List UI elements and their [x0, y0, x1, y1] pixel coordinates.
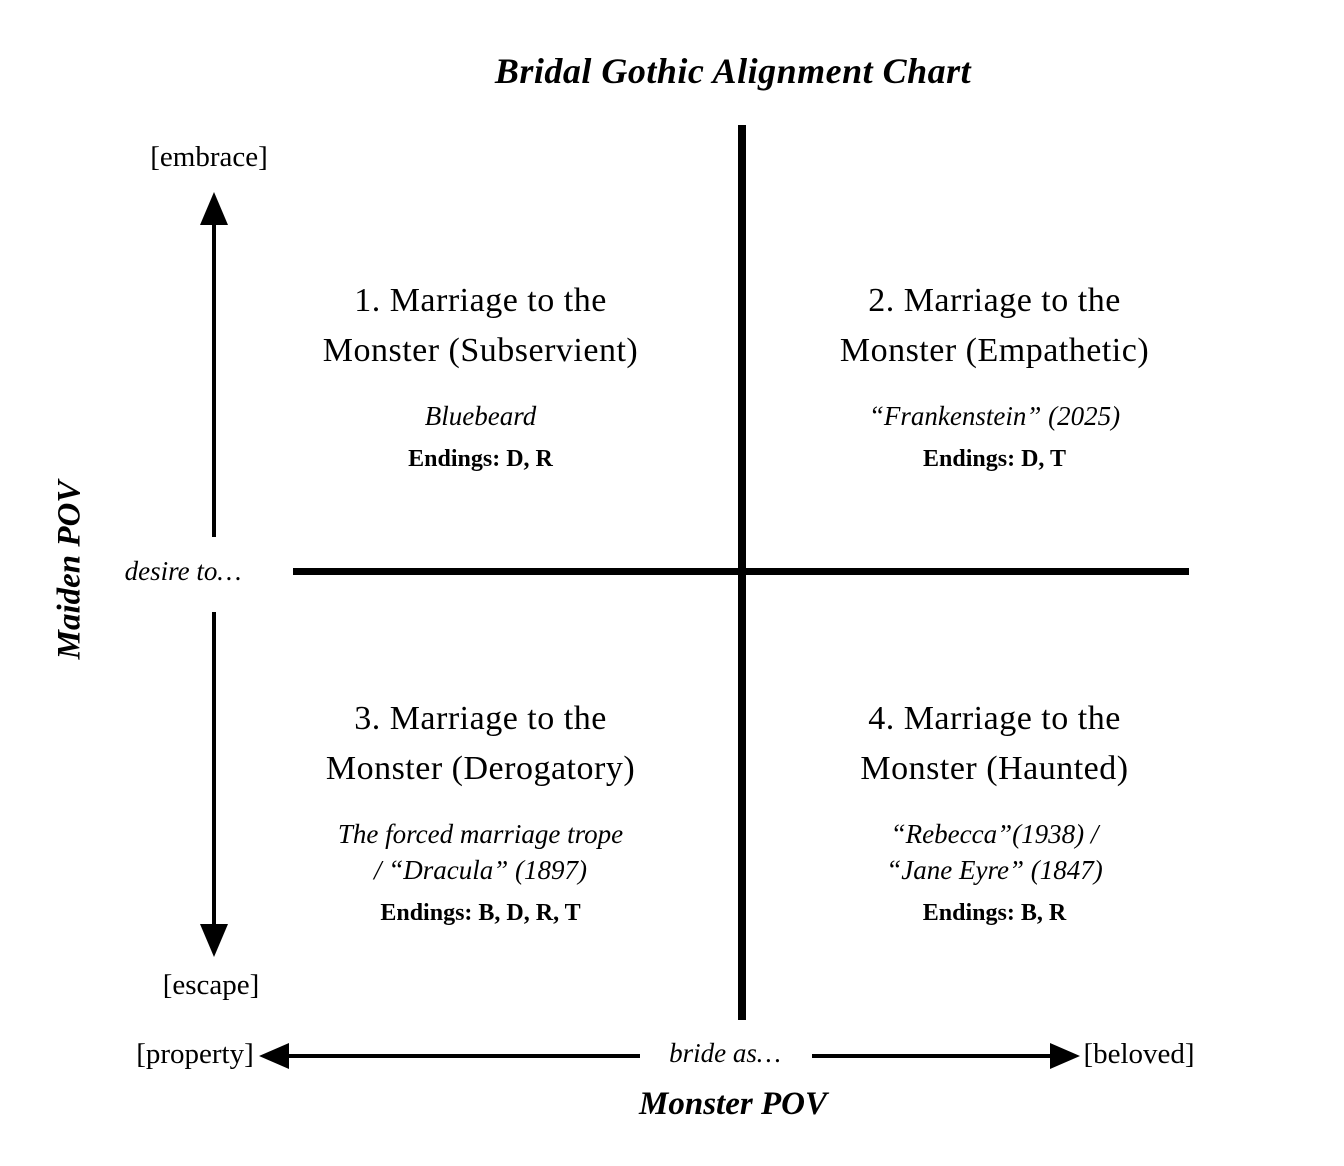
quadrant-4-heading-line-2: Monster (Haunted) — [860, 750, 1129, 787]
quadrant-1-heading-line-2: Monster (Subservient) — [322, 332, 639, 369]
quadrant-1-subservient: 1. Marriage to the Monster (Subservient)… — [258, 276, 703, 474]
quadrant-2-empathetic: 2. Marriage to the Monster (Empathetic) … — [772, 276, 1217, 474]
quadrant-3-heading-line-1: 3. Marriage to the — [354, 700, 607, 737]
quadrant-2-reference: “Frankenstein” (2025) — [868, 401, 1121, 431]
quadrant-2-heading-line-2: Monster (Empathetic) — [839, 332, 1150, 369]
quadrant-2-heading-line-1: 2. Marriage to the — [868, 282, 1121, 319]
page-title: Bridal Gothic Alignment Chart — [494, 51, 972, 91]
quadrant-4-heading-line-1: 4. Marriage to the — [868, 700, 1121, 737]
arrow-right-icon — [1050, 1043, 1080, 1069]
y-axis-title: Maiden POV — [51, 480, 88, 660]
x-axis-left-arrow-line — [288, 1054, 640, 1058]
y-axis-upper-arrow-line — [212, 224, 216, 537]
x-axis-left-label: [property] — [136, 1038, 254, 1070]
x-axis-prompt: bride as… — [669, 1038, 781, 1068]
quadrant-4-reference-line-2: “Jane Eyre” (1847) — [886, 855, 1103, 885]
quadrant-3-endings: Endings: B, D, R, T — [380, 900, 581, 926]
quadrant-4-reference-line-1: “Rebecca”(1938) / — [890, 819, 1099, 849]
quadrant-2-references: “Frankenstein” (2025) — [772, 398, 1217, 434]
arrow-left-icon — [259, 1043, 289, 1069]
quadrant-3-reference-line-2: / “Dracula” (1897) — [373, 855, 587, 885]
quadrant-1-reference: Bluebeard — [424, 401, 537, 431]
y-axis-top-label: [embrace] — [150, 141, 268, 173]
quadrant-3-derogatory: 3. Marriage to the Monster (Derogatory) … — [258, 694, 703, 928]
quadrant-1-heading-line-1: 1. Marriage to the — [354, 282, 607, 319]
horizontal-axis-divider — [293, 568, 1189, 575]
quadrant-1-endings: Endings: D, R — [408, 446, 553, 472]
quadrant-3-heading-line-2: Monster (Derogatory) — [325, 750, 636, 787]
x-axis-right-label: [beloved] — [1083, 1038, 1195, 1070]
quadrant-3-references: The forced marriage trope / “Dracula” (1… — [258, 816, 703, 888]
y-axis-lower-arrow-line — [212, 612, 216, 924]
y-axis-bottom-label: [escape] — [162, 969, 260, 1001]
quadrant-2-endings: Endings: D, T — [923, 446, 1066, 472]
arrow-up-icon — [200, 192, 228, 225]
quadrant-4-references: “Rebecca”(1938) / “Jane Eyre” (1847) — [772, 816, 1217, 888]
quadrant-3-reference-line-1: The forced marriage trope — [337, 819, 624, 849]
quadrant-4-endings: Endings: B, R — [922, 900, 1067, 926]
arrow-down-icon — [200, 924, 228, 957]
x-axis-right-arrow-line — [812, 1054, 1050, 1058]
x-axis-title: Monster POV — [639, 1086, 827, 1122]
quadrant-1-references: Bluebeard — [258, 398, 703, 434]
quadrant-4-haunted: 4. Marriage to the Monster (Haunted) “Re… — [772, 694, 1217, 928]
y-axis-prompt: desire to… — [124, 556, 242, 586]
